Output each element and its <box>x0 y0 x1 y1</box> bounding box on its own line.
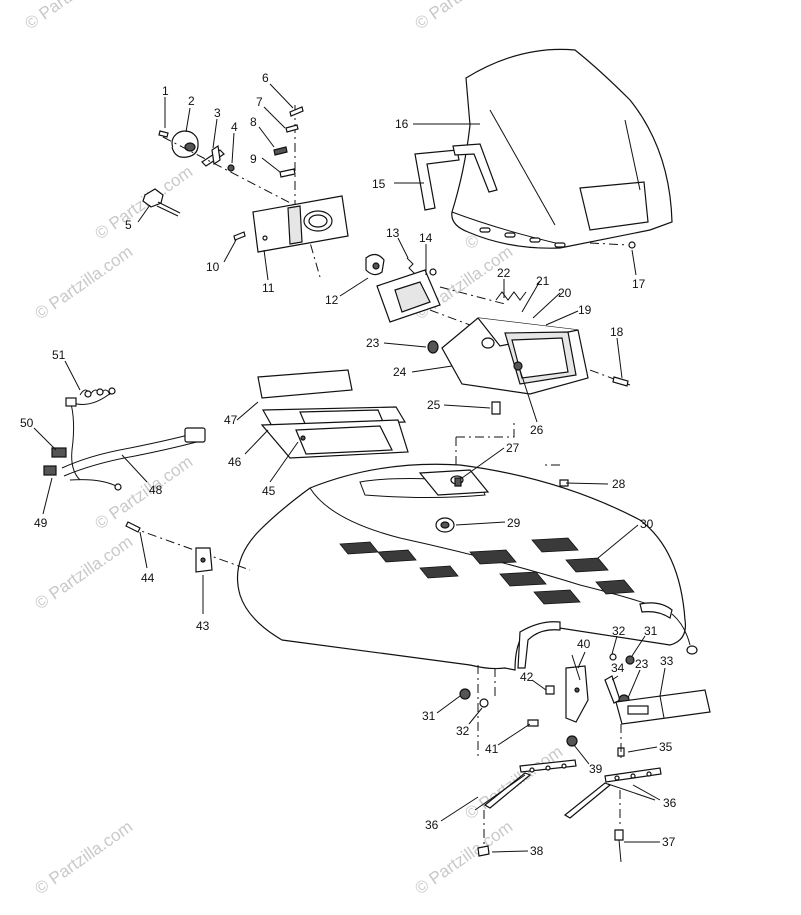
callout-29: 29 <box>507 516 521 530</box>
callout-48: 48 <box>149 483 163 497</box>
callout-21: 21 <box>536 274 550 288</box>
callout-32: 32 <box>612 624 626 638</box>
callout-5: 5 <box>125 218 132 232</box>
wiring-harness <box>43 387 206 491</box>
callout-10: 10 <box>206 260 220 274</box>
callout-19: 19 <box>578 303 592 317</box>
callout-37: 37 <box>662 835 676 849</box>
callout-25: 25 <box>427 398 441 412</box>
callout-44: 44 <box>141 571 155 585</box>
watermark: © Partzilla.com <box>31 242 136 323</box>
callout-39: 39 <box>589 762 603 776</box>
callout-4: 4 <box>231 120 238 134</box>
callout-17: 17 <box>632 277 646 291</box>
callout-8: 8 <box>250 115 257 129</box>
callout-31: 31 <box>644 624 658 638</box>
callout-20: 20 <box>558 286 572 300</box>
callout-12: 12 <box>325 293 339 307</box>
callout-23: 23 <box>366 336 380 350</box>
latch-hardware <box>459 653 711 863</box>
callout-36: 36 <box>425 818 439 832</box>
callout-labels: 1 2 3 4 5 6 7 8 9 10 11 12 13 14 15 16 1… <box>20 71 677 858</box>
windshield <box>414 48 673 249</box>
callout-22: 22 <box>497 266 511 280</box>
callout-15: 15 <box>372 177 386 191</box>
callout-30: 30 <box>640 517 654 531</box>
callout-9: 9 <box>250 152 257 166</box>
watermark: © Partzilla.com <box>91 452 196 533</box>
callout-46: 46 <box>228 455 242 469</box>
callout-28: 28 <box>612 477 626 491</box>
callout-36: 36 <box>663 796 677 810</box>
callout-7: 7 <box>256 95 263 109</box>
callout-26: 26 <box>530 423 544 437</box>
callout-41: 41 <box>485 742 499 756</box>
callout-23: 23 <box>635 657 649 671</box>
callout-34: 34 <box>611 661 625 675</box>
callout-18: 18 <box>610 325 624 339</box>
watermark: © Partzilla.com <box>91 162 196 243</box>
callout-27: 27 <box>506 441 520 455</box>
watermark: © Partzilla.com <box>31 817 136 898</box>
callout-2: 2 <box>188 94 195 108</box>
gauge-assembly <box>142 105 349 278</box>
callout-42: 42 <box>520 670 534 684</box>
callout-38: 38 <box>530 844 544 858</box>
callout-24: 24 <box>393 365 407 379</box>
hood-pads <box>257 369 409 459</box>
callout-16: 16 <box>395 117 409 131</box>
callout-1: 1 <box>162 84 169 98</box>
callout-13: 13 <box>386 226 400 240</box>
watermark: © Partzilla.com <box>31 532 136 613</box>
callout-51: 51 <box>52 348 66 362</box>
callout-33: 33 <box>660 654 674 668</box>
headlight-assembly <box>365 253 631 466</box>
callout-47: 47 <box>224 413 238 427</box>
watermark: © Partzilla.com <box>21 0 126 33</box>
callout-31: 31 <box>422 709 436 723</box>
hood-bracket <box>125 521 213 573</box>
callout-49: 49 <box>34 516 48 530</box>
callout-3: 3 <box>214 106 221 120</box>
callout-14: 14 <box>419 231 433 245</box>
callout-11: 11 <box>262 281 275 295</box>
callout-35: 35 <box>659 740 673 754</box>
callout-6: 6 <box>262 71 269 85</box>
hood <box>129 463 698 760</box>
leader-lines <box>33 83 666 853</box>
callout-32: 32 <box>456 724 470 738</box>
watermark: © Partzilla.com <box>411 0 516 33</box>
callout-50: 50 <box>20 416 34 430</box>
callout-43: 43 <box>196 619 210 633</box>
callout-40: 40 <box>577 637 591 651</box>
callout-45: 45 <box>262 484 276 498</box>
